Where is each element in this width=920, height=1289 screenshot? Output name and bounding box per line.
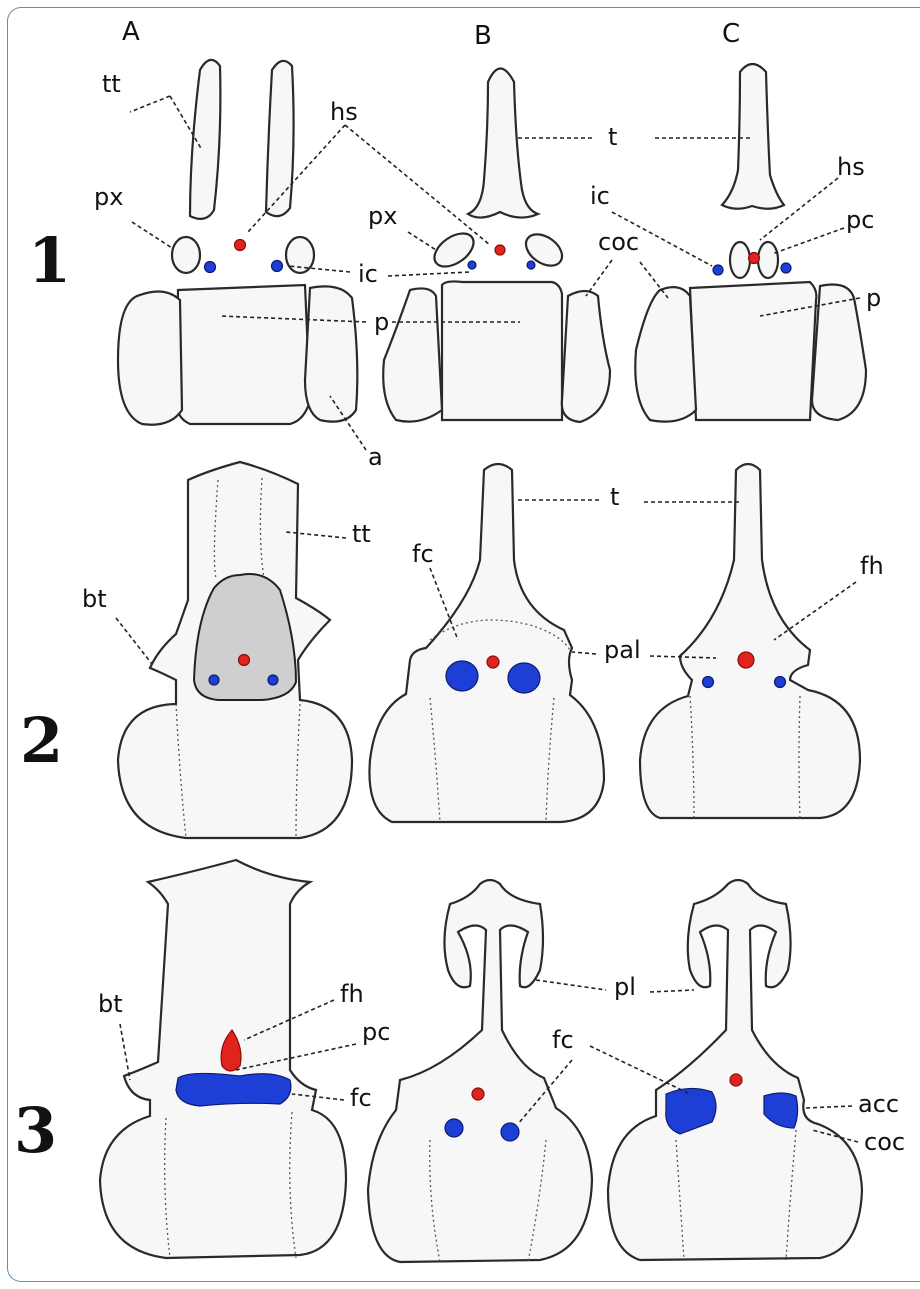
label-tt-2: tt <box>352 520 371 548</box>
label-p-1: p <box>374 308 389 336</box>
skull-base <box>608 880 862 1260</box>
notochord-plate <box>690 282 816 420</box>
hypophysis-fenestra <box>738 652 754 668</box>
carotid-dot-left <box>468 261 476 269</box>
skull-base <box>368 880 592 1262</box>
label-px-1b: px <box>368 202 397 230</box>
row-label-2: 2 <box>20 704 63 777</box>
label-pc-1c: pc <box>846 206 874 234</box>
label-hs-1c: hs <box>837 153 865 181</box>
trabecula-fused <box>722 64 784 209</box>
leader-bt-2 <box>116 618 152 664</box>
hypophysis-dot <box>487 656 499 668</box>
leader-pc-1c <box>772 228 844 254</box>
otic-capsule-right <box>305 286 357 421</box>
carotid-dot-left <box>703 677 714 688</box>
label-tt-1: tt <box>102 70 121 98</box>
carotid-dot-right <box>781 263 791 273</box>
row-label-1: 1 <box>28 224 71 297</box>
leader-tt-1 <box>130 96 202 150</box>
label-coc-3: coc <box>864 1128 905 1156</box>
notochord-plate <box>176 285 310 424</box>
label-ic-1c: ic <box>590 182 610 210</box>
row-3-figure-b <box>368 880 592 1262</box>
row-2-figure-a <box>118 462 352 838</box>
leader-fh-2 <box>774 582 856 640</box>
carotid-dot-right <box>527 261 535 269</box>
hypophysis-dot <box>730 1074 742 1086</box>
label-pal-2: pal <box>604 636 641 664</box>
cochlear-right <box>562 291 610 422</box>
carotid-dot-right <box>501 1123 519 1141</box>
row-3-figure-c <box>608 880 862 1260</box>
label-hs-1: hs <box>330 98 358 126</box>
parachordal-left <box>172 237 200 273</box>
column-label-a: A <box>122 17 140 47</box>
label-p-1c: p <box>866 284 881 312</box>
label-acc-3: acc <box>858 1090 899 1118</box>
trabecula-fused <box>468 69 538 218</box>
carotid-dot-left <box>209 675 219 685</box>
label-px-1a: px <box>94 183 123 211</box>
leader-ic-1 <box>288 266 470 276</box>
label-fh-2: fh <box>860 552 884 580</box>
label-ic-1: ic <box>358 260 378 288</box>
row-3-figure-a <box>100 860 346 1258</box>
label-bt-3: bt <box>98 990 123 1018</box>
parachordal-right <box>758 242 778 278</box>
trabecula-left <box>190 60 220 219</box>
carotid-dot-right <box>272 261 283 272</box>
parachordal-left <box>730 242 750 278</box>
row-1-figure-a <box>118 60 357 425</box>
row-2-figure-c <box>640 464 860 818</box>
carotid-fenestra <box>176 1073 291 1106</box>
hypophysis-dot <box>239 655 250 666</box>
leader-coc-1 <box>586 260 668 298</box>
fenestra-right <box>508 663 540 693</box>
carotid-dot-left <box>445 1119 463 1137</box>
label-pl-3: pl <box>614 973 636 1001</box>
carotid-dot-left <box>205 262 216 273</box>
carotid-dot-right <box>775 677 786 688</box>
leader-px-1a <box>132 222 172 248</box>
label-bt-2: bt <box>82 585 107 613</box>
column-label-b: B <box>474 21 492 51</box>
cochlear-left <box>383 288 442 421</box>
label-a-1: a <box>368 443 383 471</box>
hypophysis-dot <box>235 240 246 251</box>
cochlear-right <box>812 285 866 421</box>
leader-px-1b <box>408 232 436 250</box>
label-pc-3: pc <box>362 1018 390 1046</box>
label-fc-3a: fc <box>350 1084 372 1112</box>
otic-capsule-left <box>118 291 182 424</box>
row-2-figure-b <box>369 464 604 822</box>
leader-acc-3 <box>806 1106 852 1108</box>
label-t-2: t <box>610 483 619 511</box>
leader-bt-3 <box>120 1024 130 1080</box>
carotid-dot-right <box>268 675 278 685</box>
carotid-dot-left <box>713 265 723 275</box>
label-coc-1: coc <box>598 228 639 256</box>
hypophysis-dot <box>495 245 505 255</box>
skull-base <box>640 464 860 818</box>
fenestra-left <box>446 661 478 691</box>
label-t-1: t <box>608 123 617 151</box>
row-label-3: 3 <box>14 1094 57 1167</box>
hypophysis-dot <box>749 253 760 264</box>
label-fh-3: fh <box>340 980 364 1008</box>
trabecula-right <box>266 61 294 216</box>
label-fc-3: fc <box>552 1026 574 1054</box>
hypophysis-dot <box>472 1088 484 1100</box>
skull-base <box>369 464 604 822</box>
notochord-plate <box>442 281 562 420</box>
cochlear-left <box>635 287 696 422</box>
leader-t-2 <box>518 500 740 502</box>
row-1-figure-b <box>383 69 610 423</box>
label-fc-2: fc <box>412 540 434 568</box>
column-label-c: C <box>722 19 740 49</box>
